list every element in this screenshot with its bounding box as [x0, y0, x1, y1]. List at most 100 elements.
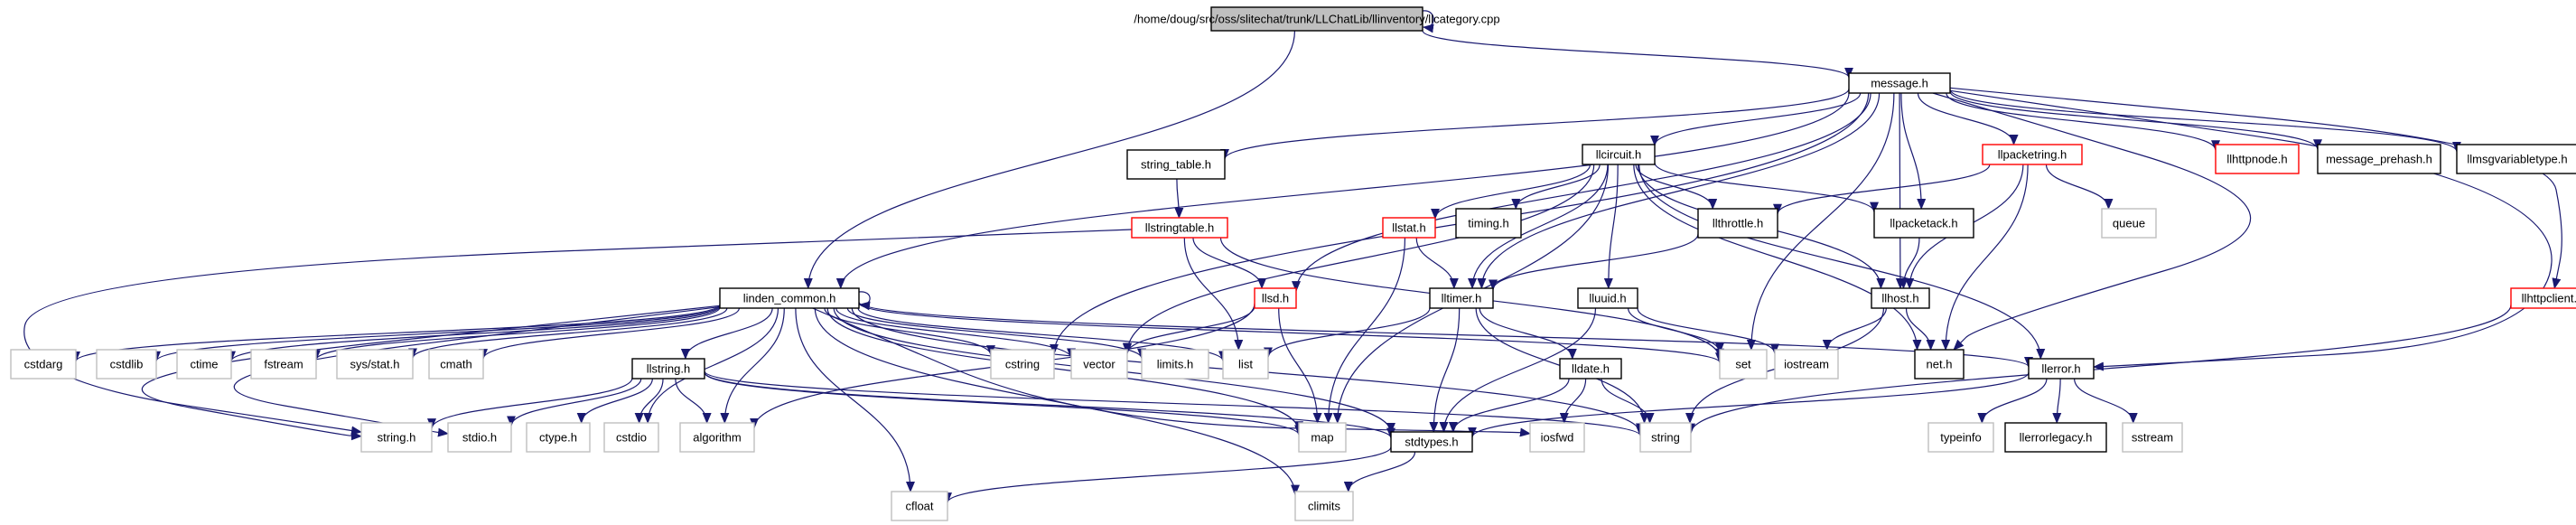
node-llcircuit[interactable]: llcircuit.h [1582, 144, 1656, 165]
edge-linden_common-to-cmath [479, 307, 740, 361]
node-label: climits [1308, 500, 1341, 513]
node-box [1927, 422, 1994, 453]
node-label: lltimer.h [1442, 292, 1482, 305]
edge-llstring-to-map [704, 371, 1303, 436]
node-llpacketring[interactable]: llpacketring.h [1982, 144, 2083, 165]
edge-llstring-to-algorithm [675, 378, 712, 424]
node-box [2456, 144, 2576, 174]
node-box [176, 349, 232, 380]
node-label: iostream [1784, 358, 1829, 371]
node-lltimer[interactable]: lltimer.h [1429, 287, 1494, 309]
node-box [526, 422, 591, 453]
node-label: set [1735, 358, 1751, 371]
node-label: vector [1083, 358, 1115, 371]
node-llsd[interactable]: llsd.h [1254, 287, 1297, 309]
node-llhttpclient[interactable]: llhttpclient.h [2510, 287, 2576, 309]
edge-root-to-message [1422, 30, 1853, 79]
edge-message-to-neth [1932, 92, 2252, 351]
node-box [2101, 208, 2157, 239]
node-label: stdio.h [462, 431, 497, 445]
node-box [2510, 287, 2576, 309]
node-label: stdtypes.h [1405, 436, 1458, 449]
edge-llerror-to-llerrorlegacy [2052, 378, 2062, 424]
node-ctime: ctime [176, 349, 232, 380]
edge-stdtypes-to-climits [1343, 451, 1416, 492]
edge-llcircuit-to-llerror [1638, 164, 2046, 360]
node-box [1529, 422, 1585, 453]
node-label: net.h [1927, 358, 1953, 371]
node-llpacketack[interactable]: llpacketack.h [1873, 208, 1974, 239]
node-box [1455, 208, 1522, 239]
node-cfloat: cfloat [891, 491, 948, 521]
edge-linden_common-to-cfloat [795, 307, 915, 492]
edge-llstringtable-to-llsd [1192, 237, 1267, 289]
node-llmsgvariabletype[interactable]: llmsgvariabletype.h [2456, 144, 2576, 174]
node-llerrorlegacy[interactable]: llerrorlegacy.h [2004, 422, 2107, 453]
node-llhttpnode[interactable]: llhttpnode.h [2215, 144, 2300, 174]
node-message-prehash[interactable]: message_prehash.h [2317, 144, 2441, 174]
edge-lluuid-to-iostream [1637, 307, 1779, 355]
node-llstat[interactable]: llstat.h [1382, 217, 1436, 239]
node-vector: vector [1070, 349, 1128, 380]
node-box [631, 358, 705, 380]
node-label: llcircuit.h [1596, 148, 1642, 162]
edge-message-to-llhost [1895, 92, 1905, 289]
node-box [2317, 144, 2441, 174]
edge-linden_common-to-llstring [680, 307, 773, 360]
node-iosfwd: iosfwd [1529, 422, 1585, 453]
node-iostream: iostream [1774, 349, 1839, 380]
node-ctypeh: ctype.h [526, 422, 591, 453]
node-llthrottle[interactable]: llthrottle.h [1697, 208, 1778, 239]
edge-llcircuit-to-vector [1123, 164, 1595, 354]
node-box [1254, 287, 1297, 309]
node-box [360, 422, 433, 453]
node-label: cstdio [616, 431, 647, 445]
node-box [1294, 491, 1354, 521]
node-algorithm: algorithm [679, 422, 755, 453]
edge-linden_common-to-cstring [824, 307, 995, 357]
node-box [1126, 149, 1226, 180]
edge-llcircuit-to-neth [1633, 164, 1922, 351]
node-llerror[interactable]: llerror.h [2028, 358, 2095, 380]
node-box [1559, 358, 1622, 380]
node-label: llstat.h [1392, 221, 1426, 235]
node-cmath: cmath [428, 349, 484, 380]
node-lluuid[interactable]: lluuid.h [1577, 287, 1638, 309]
node-box [1210, 6, 1423, 32]
node-sstream: sstream [2122, 422, 2183, 453]
node-box [603, 422, 659, 453]
edge-message-to-llpacketring [1917, 92, 2019, 145]
node-label: llerrorlegacy.h [2020, 431, 2093, 445]
node-llhost[interactable]: llhost.h [1871, 287, 1930, 309]
node-label: iosfwd [1541, 431, 1574, 445]
node-label: llmsgvariabletype.h [2467, 153, 2567, 166]
node-llstring[interactable]: llstring.h [631, 358, 705, 380]
node-label: llthrottle.h [1713, 217, 1763, 230]
node-lldate[interactable]: lldate.h [1559, 358, 1622, 380]
node-label: cstdlib [110, 358, 144, 371]
node-stdtypes[interactable]: stdtypes.h [1390, 431, 1473, 453]
node-label: fstream [264, 358, 303, 371]
node-timing[interactable]: timing.h [1455, 208, 1522, 239]
node-box [336, 349, 414, 380]
edge-llcircuit-to-llstat [1431, 164, 1591, 220]
node-string-table[interactable]: string_table.h [1126, 149, 1226, 180]
node-box [1873, 208, 1974, 239]
node-linden-common[interactable]: linden_common.h [719, 287, 860, 309]
node-label: cmath [440, 358, 471, 371]
edge-lldate-to-iosfwd [1559, 378, 1587, 424]
node-neth[interactable]: net.h [1914, 349, 1965, 380]
node-box [428, 349, 484, 380]
edge-stdtypes-to-cfloat [943, 446, 1392, 504]
node-label: string [1651, 431, 1680, 445]
node-box [1774, 349, 1839, 380]
node-cstdarg: cstdarg [10, 349, 77, 380]
node-box [1141, 349, 1209, 380]
node-message[interactable]: message.h [1848, 72, 1951, 94]
edge-message-to-llhttpnode [1946, 92, 2220, 152]
node-typeinfo: typeinfo [1927, 422, 1994, 453]
node-root[interactable]: /home/doug/src/oss/slitechat/trunk/LLCha… [1134, 6, 1500, 32]
edge-message-to-llhttpclient [1949, 87, 2562, 289]
node-llstringtable[interactable]: llstringtable.h [1131, 217, 1228, 239]
